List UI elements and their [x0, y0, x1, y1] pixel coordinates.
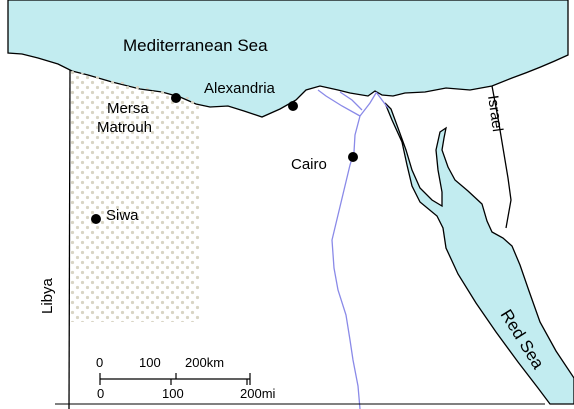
nile-delta-branch-west — [317, 89, 361, 117]
siwa-label: Siwa — [106, 207, 139, 224]
israel-border — [491, 85, 512, 229]
cairo-label: Cairo — [291, 156, 327, 173]
siwa-marker — [91, 214, 101, 224]
scale-mi-label-100: 100 — [162, 386, 184, 401]
nile-delta-branch-mid — [339, 91, 363, 111]
scale-mi-label-0: 0 — [97, 386, 104, 401]
mersa-matrouh-label-line1: Mersa — [107, 100, 149, 117]
mersa-matrouh-label-line2: Matrouh — [97, 119, 152, 136]
scale-mi-label-200: 200mi — [240, 386, 276, 401]
scale-km-label-0: 0 — [96, 355, 103, 370]
scale-km-label-200: 200km — [185, 355, 224, 370]
mersa-matrouh-marker — [171, 93, 181, 103]
libya-label: Libya — [39, 277, 56, 314]
alexandria-marker — [288, 101, 298, 111]
israel-label: Israel — [484, 94, 506, 133]
cairo-marker — [348, 152, 358, 162]
mediterranean-sea-label: Mediterranean Sea — [123, 36, 268, 55]
alexandria-label: Alexandria — [204, 80, 276, 97]
scale-km-label-100: 100 — [139, 355, 161, 370]
suez-canal — [375, 91, 389, 109]
libya-border — [68, 69, 71, 409]
scale-bar: 0 100 200km 0 100 200mi — [96, 355, 276, 401]
nile-river — [331, 92, 377, 409]
red-sea — [384, 102, 574, 405]
western-desert — [70, 70, 200, 322]
